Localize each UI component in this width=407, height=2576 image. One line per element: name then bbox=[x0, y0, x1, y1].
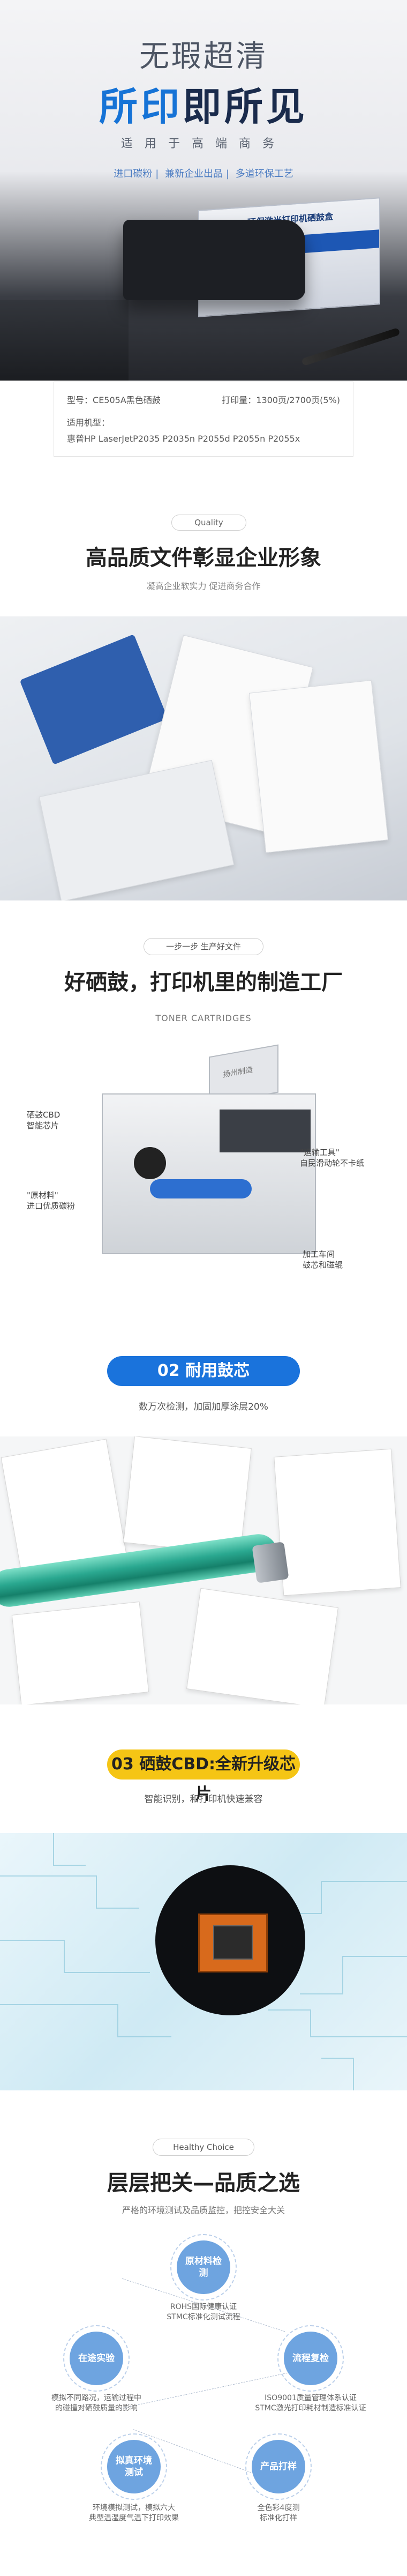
drum-image bbox=[150, 1179, 252, 1198]
callout-material: "原材料" 进口优质碳粉 bbox=[27, 1190, 76, 1211]
pen-image bbox=[301, 327, 401, 367]
node-ring bbox=[170, 2234, 237, 2300]
spec-applicable-label: 适用机型： bbox=[67, 418, 110, 428]
node-ring bbox=[245, 2433, 312, 2500]
hero-title-line2: 所印即所见 bbox=[0, 75, 407, 131]
chip-section-title: 03 硒鼓CBD:全新升级芯片 bbox=[107, 1749, 300, 1804]
report-sheet bbox=[11, 1601, 149, 1704]
quality-title: 高品质文件彰显企业形象 bbox=[86, 546, 321, 570]
circuit-pattern bbox=[0, 1833, 407, 2090]
workshop-title: 好硒鼓，打印机里的制造工厂 bbox=[64, 970, 343, 995]
spec-model: 型号：CE505A黑色硒鼓 bbox=[67, 395, 161, 405]
node-env-test: 拟真环境测试 bbox=[107, 2440, 161, 2493]
hero-subtitle: 适用于高端商务 bbox=[120, 137, 286, 151]
callout-workshop: 加工车间 鼓芯和磁辊 bbox=[303, 1249, 343, 1270]
drum-photo bbox=[0, 1436, 407, 1704]
office-documents-photo bbox=[0, 616, 407, 900]
report-sheet bbox=[274, 1448, 401, 1596]
hero-tag: 进口碳粉 bbox=[114, 168, 153, 180]
callout-transport: "运输工具" 自民滑动轮不卡纸 bbox=[300, 1148, 365, 1168]
drum-section-subtitle: 数万次检测，加固加厚涂层20% bbox=[139, 1402, 268, 1412]
hero-tag: 兼新企业出品 bbox=[165, 168, 223, 180]
printer-panel bbox=[220, 1110, 311, 1152]
healthy-title: 层层把关—品质之选 bbox=[107, 2171, 300, 2195]
healthy-pill: Healthy Choice bbox=[153, 2139, 254, 2156]
spec-applicable-value: 惠普HP LaserJetP2035 P2035n P2055d P2055n … bbox=[67, 434, 300, 444]
binders-image bbox=[0, 300, 129, 381]
node-transit-test-desc: 模拟不同路况，运输过程中 的碰撞对硒鼓质量的影响 bbox=[51, 2394, 141, 2413]
spec-card: 型号：CE505A黑色硒鼓 打印量：1300页/2700页(5%) 适用机型： … bbox=[54, 382, 353, 457]
chip-section-subtitle: 智能识别，和打印机快速兼容 bbox=[144, 1794, 263, 1805]
node-raw-material: 原材料检测 bbox=[177, 2240, 230, 2294]
spec-yield: 打印量：1300页/2700页(5%) bbox=[222, 395, 340, 405]
printer-badge: 扬州制造 bbox=[223, 1066, 253, 1079]
hero-tags: 进口碳粉| 兼新企业出品| 多道环保工艺 bbox=[114, 168, 293, 180]
node-ring bbox=[63, 2325, 130, 2392]
node-raw-material-desc: ROHS国际健康认证 STMC标准化测试流程 bbox=[167, 2303, 240, 2321]
node-ring bbox=[277, 2325, 344, 2392]
hero-title-highlight: 所印 bbox=[99, 84, 183, 129]
document-sheet bbox=[248, 680, 389, 853]
chip-photo bbox=[0, 1833, 407, 2090]
healthy-subtitle: 严格的环境测试及品质监控，把控安全大关 bbox=[122, 2205, 285, 2215]
node-env-test-desc: 环境模拟测试，模拟六大 典型温湿度气温下打印效果 bbox=[89, 2504, 179, 2522]
quality-pill: Quality bbox=[171, 515, 246, 531]
hero-title-rest: 即所见 bbox=[183, 84, 308, 129]
callout-chip: 硒鼓CBD 智能芯片 bbox=[27, 1110, 61, 1130]
hero-tag: 多道环保工艺 bbox=[235, 168, 293, 180]
blue-folder-image bbox=[19, 634, 168, 765]
toner-cartridge-image bbox=[123, 220, 305, 300]
workshop-pill: 一步一步 生产好文件 bbox=[144, 938, 263, 955]
printer-cutaway-illustration: 扬州制造 bbox=[91, 1044, 327, 1292]
node-sample-print-desc: 全色彩4度测 标准化打样 bbox=[257, 2504, 300, 2522]
laptop-image bbox=[39, 760, 235, 900]
node-sample-print: 产品打样 bbox=[252, 2440, 305, 2493]
quality-subtitle: 凝高企业软实力 促进商务合作 bbox=[146, 581, 261, 591]
report-sheet bbox=[186, 1588, 338, 1704]
node-process-recheck-desc: ISO9001质量管理体系认证 STMC激光打印耗材制造标准认证 bbox=[255, 2394, 366, 2413]
cbd-chip-core bbox=[213, 1925, 253, 1960]
node-transit-test: 在途实验 bbox=[70, 2332, 123, 2385]
hero-banner: 无瑕超清 所印即所见 适用于高端商务 进口碳粉| 兼新企业出品| 多道环保工艺 … bbox=[0, 0, 407, 381]
workshop-subtitle: TONER CARTRIDGES bbox=[155, 1013, 252, 1023]
roller-image bbox=[134, 1147, 166, 1179]
drum-section-title: 02 耐用鼓芯 bbox=[107, 1356, 300, 1386]
node-process-recheck: 流程复检 bbox=[284, 2332, 337, 2385]
hero-title-line1: 无瑕超清 bbox=[139, 39, 268, 74]
spec-row: 型号：CE505A黑色硒鼓 打印量：1300页/2700页(5%) bbox=[67, 393, 340, 406]
node-ring bbox=[101, 2433, 167, 2500]
opc-drum-end-image bbox=[252, 1542, 289, 1583]
